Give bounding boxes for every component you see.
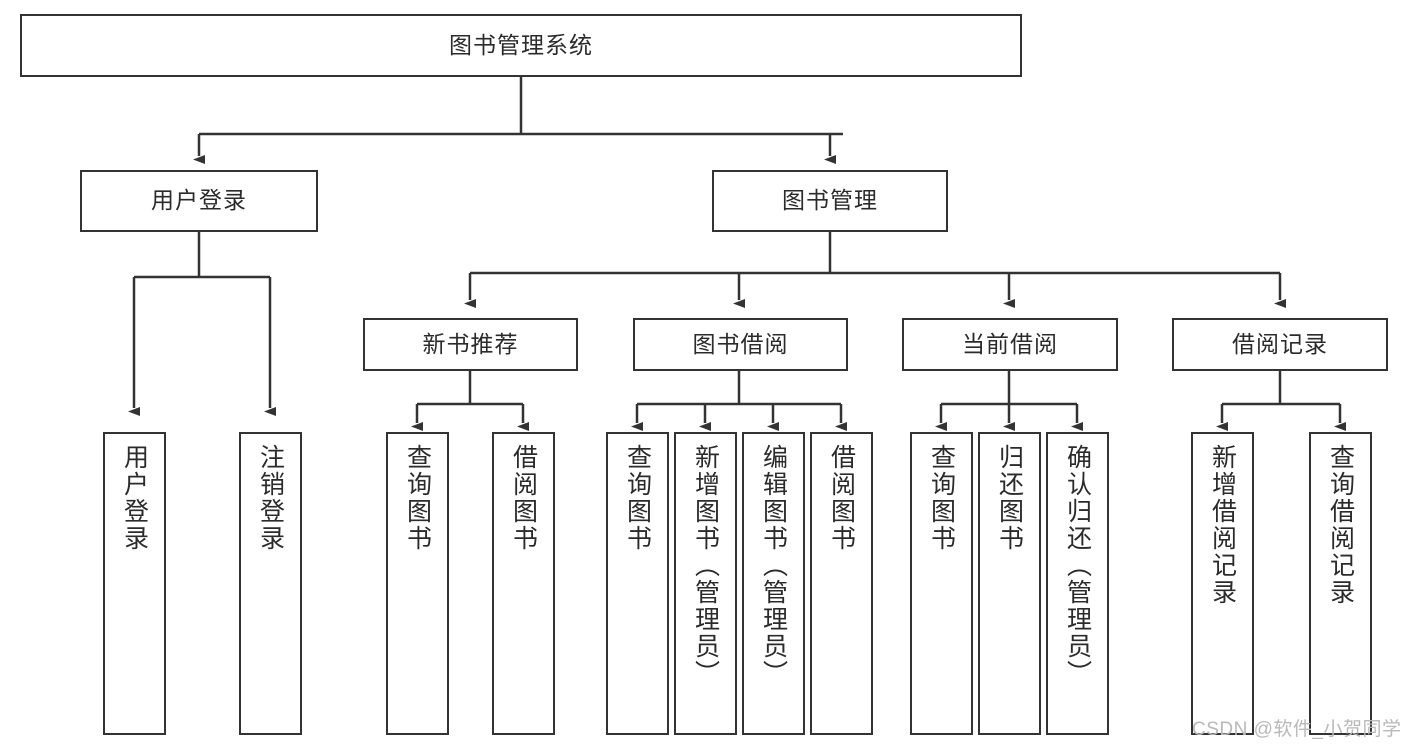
node-root-label: 图书管理系统	[449, 31, 593, 58]
node-current-borrow[interactable]: 当前借阅	[902, 318, 1118, 371]
node-leaf-add-record[interactable]: 新增借阅记录	[1191, 432, 1254, 735]
node-leaf-borrow-book-1[interactable]: 借阅图书	[492, 432, 555, 735]
node-book-management-label: 图书管理	[782, 187, 878, 214]
csdn-watermark: CSDN @软件_小贺同学	[1192, 719, 1402, 740]
node-current-borrow-label: 当前借阅	[962, 330, 1058, 357]
node-user-login-label: 用户登录	[151, 187, 247, 214]
node-leaf-add-book-label: 新增图书（管理员）	[691, 444, 720, 687]
node-leaf-query-book-2-label: 查询图书	[623, 444, 652, 552]
node-leaf-user-login[interactable]: 用户登录	[103, 432, 166, 735]
node-book-management[interactable]: 图书管理	[712, 170, 948, 232]
node-leaf-return-book-label: 归还图书	[995, 444, 1024, 552]
node-leaf-query-book-3-label: 查询图书	[927, 444, 956, 552]
node-leaf-borrow-book-2-label: 借阅图书	[827, 444, 856, 552]
node-leaf-query-record[interactable]: 查询借阅记录	[1309, 432, 1372, 735]
node-leaf-edit-book-label: 编辑图书（管理员）	[759, 444, 788, 687]
node-book-borrow-label: 图书借阅	[692, 330, 789, 357]
node-leaf-logout-login-label: 注销登录	[256, 444, 285, 552]
node-leaf-borrow-book-2[interactable]: 借阅图书	[810, 432, 873, 735]
node-leaf-return-book[interactable]: 归还图书	[978, 432, 1041, 735]
node-leaf-add-record-label: 新增借阅记录	[1208, 444, 1237, 606]
node-leaf-query-book-1[interactable]: 查询图书	[386, 432, 449, 735]
node-borrow-record[interactable]: 借阅记录	[1172, 318, 1388, 371]
node-borrow-record-label: 借阅记录	[1232, 330, 1328, 357]
node-leaf-confirm-return[interactable]: 确认归还（管理员）	[1046, 432, 1109, 735]
node-leaf-edit-book[interactable]: 编辑图书（管理员）	[742, 432, 805, 735]
node-leaf-query-book-2[interactable]: 查询图书	[606, 432, 669, 735]
node-new-book-recommend[interactable]: 新书推荐	[363, 318, 578, 371]
node-leaf-logout-login[interactable]: 注销登录	[239, 432, 302, 735]
node-new-book-recommend-label: 新书推荐	[422, 330, 519, 357]
node-leaf-query-record-label: 查询借阅记录	[1326, 444, 1355, 606]
node-leaf-query-book-1-label: 查询图书	[403, 444, 432, 552]
node-leaf-query-book-3[interactable]: 查询图书	[910, 432, 973, 735]
node-leaf-user-login-label: 用户登录	[120, 444, 149, 552]
node-leaf-confirm-return-label: 确认归还（管理员）	[1063, 444, 1092, 687]
node-leaf-add-book[interactable]: 新增图书（管理员）	[674, 432, 737, 735]
node-leaf-borrow-book-1-label: 借阅图书	[509, 444, 538, 552]
node-user-login[interactable]: 用户登录	[80, 170, 318, 232]
node-book-borrow[interactable]: 图书借阅	[633, 318, 848, 371]
node-root[interactable]: 图书管理系统	[20, 14, 1022, 77]
